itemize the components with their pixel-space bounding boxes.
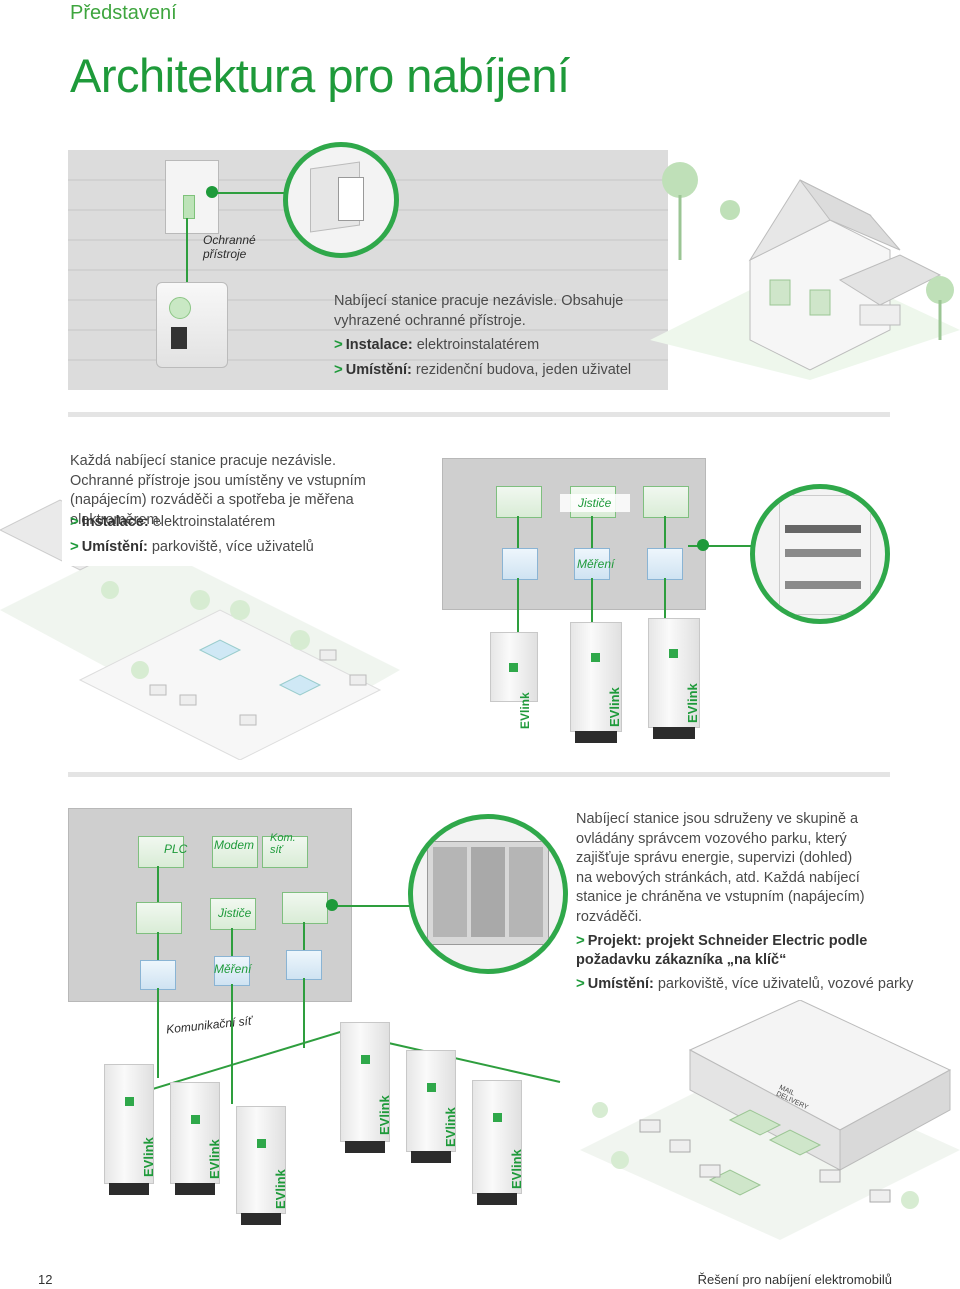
meter-box-4 [140, 960, 176, 990]
metering-label-2: Měření [214, 962, 252, 976]
section-kicker: Představení [70, 2, 177, 24]
breaker-box-5 [210, 898, 256, 930]
switchboard-detail-circle [750, 484, 890, 624]
switchboard-panel [442, 458, 706, 610]
plc-label: PLC [164, 842, 188, 856]
station-brand-label: EVlink [207, 1139, 222, 1179]
parking-illustration [0, 470, 400, 761]
station-brand-label: EVlink [685, 683, 700, 723]
evlink-station-2: EVlink [570, 622, 622, 743]
protection-box-switch [183, 195, 195, 219]
breaker-box-1 [496, 486, 542, 518]
section-divider-2 [68, 772, 890, 777]
station-brand-label: EVlink [141, 1137, 156, 1177]
station-brand-label: EVlink [273, 1169, 288, 1209]
breaker-box-6 [282, 892, 328, 924]
comnet-label: Kom. síť [270, 832, 296, 856]
evlink-station-7: EVlink [340, 1022, 392, 1153]
protection-label: Ochranné přístroje [203, 233, 256, 261]
station-brand-label: EVlink [607, 687, 622, 727]
section2-description: Každá nabíjecí stanice pracuje nezávisle… [70, 453, 366, 528]
modem-box [212, 836, 258, 868]
breaker-box-3 [643, 486, 689, 518]
plc-box [138, 836, 184, 868]
evlink-station-9: EVlink [472, 1080, 524, 1205]
station-brand-label: EVlink [518, 692, 532, 729]
footer-title: Řešení pro nabíjení elektromobilů [697, 1272, 892, 1287]
comnet-box [262, 836, 308, 868]
modem-label: Modem [214, 838, 255, 852]
cabinet-detail-circle [408, 814, 568, 974]
section3-bullet-project: >Projekt: projekt Schneider Electric pod… [576, 932, 868, 968]
fleet-depot-illustration: MAIL DELIVERY [580, 999, 960, 1240]
station-brand-label: EVlink [509, 1149, 524, 1189]
breakers-label-2: Jističe [218, 906, 252, 920]
section2-text-box [62, 448, 410, 566]
section-divider-1 [68, 412, 890, 417]
evlink-station-4: EVlink [104, 1064, 156, 1195]
meter-box-2 [574, 548, 610, 580]
wallbox-station [156, 282, 228, 368]
breakers-label: Jističe [578, 496, 612, 510]
section2-bullet-install: >Instalace: elektroinstalatérem [70, 513, 276, 530]
section3-description: Nabíjecí stanice jsou sdruženy ve skupin… [576, 811, 865, 925]
station-brand-label: EVlink [443, 1107, 458, 1147]
evlink-station-8: EVlink [406, 1050, 458, 1163]
evlink-station-6: EVlink [236, 1106, 288, 1225]
evlink-station-5: EVlink [170, 1082, 222, 1195]
metering-label: Měření [577, 557, 615, 571]
section1-description: Nabíjecí stanice pracuje nezávisle. Obsa… [334, 293, 624, 329]
meter-box-3 [647, 548, 683, 580]
page-title: Architektura pro nabíjení [70, 49, 570, 102]
section1-bullet-install: >Instalace: elektroinstalatérem [334, 336, 540, 353]
evlink-station-3: EVlink [648, 618, 700, 739]
house-illustration [640, 140, 960, 380]
meter-box-5 [214, 956, 250, 986]
protection-detail-circle [283, 142, 399, 258]
meter-box-1 [502, 548, 538, 580]
page-number: 12 [38, 1272, 53, 1287]
station-brand-label: EVlink [377, 1095, 392, 1135]
evlink-station-1: EVlink [490, 632, 538, 729]
section2-bullet-location: >Umístění: parkoviště, více uživatelů [70, 538, 314, 555]
breaker-box-4 [136, 902, 182, 934]
section3-bullet-location: >Umístění: parkoviště, více uživatelů, v… [576, 975, 914, 992]
section1-bullet-location: >Umístění: rezidenční budova, jeden uživ… [334, 361, 632, 378]
meter-box-6 [286, 950, 322, 980]
